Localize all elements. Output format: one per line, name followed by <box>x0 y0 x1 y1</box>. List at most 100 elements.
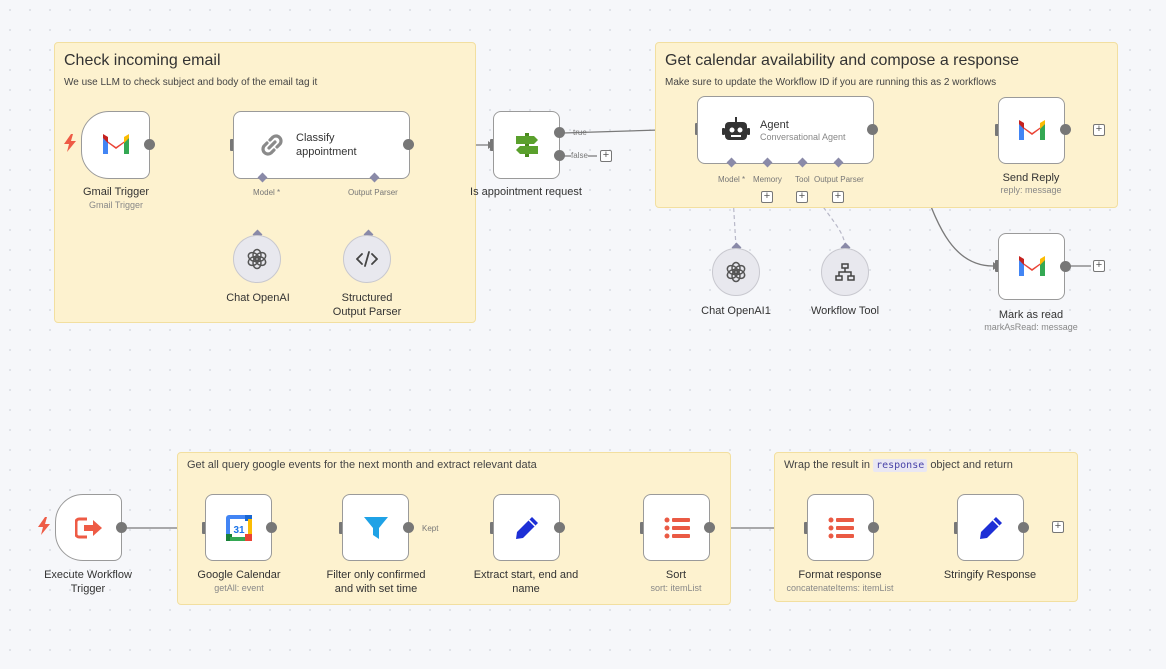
agent-memory-label: Memory <box>753 175 782 184</box>
google-calendar-label: Google Calendar <box>197 569 281 581</box>
agent-parser-label: Output Parser <box>814 175 864 184</box>
workflow-tool-node[interactable] <box>821 248 869 296</box>
sort-label: Sort <box>665 569 687 581</box>
agent-node[interactable]: Agent Conversational Agent <box>697 96 874 164</box>
gmail-trigger-subtitle: Gmail Trigger <box>88 200 144 210</box>
openai-icon <box>247 248 267 270</box>
sitemap-icon <box>835 263 855 281</box>
robot-icon <box>722 117 750 140</box>
add-node-button[interactable]: + <box>1093 124 1105 136</box>
add-node-button[interactable]: + <box>600 150 612 162</box>
mark-as-read-label: Mark as read <box>998 309 1064 321</box>
agent-title: Agent Conversational Agent <box>760 118 846 142</box>
gmail-icon <box>1018 119 1045 140</box>
format-response-subtitle: concatenateItems: itemList <box>786 583 894 593</box>
list-icon <box>828 517 854 538</box>
send-reply-node[interactable] <box>998 97 1065 164</box>
list-icon <box>664 517 690 538</box>
sort-node[interactable] <box>643 494 710 561</box>
false-branch-label: false <box>571 151 588 160</box>
classify-parser-label: Output Parser <box>348 188 398 197</box>
output-port[interactable] <box>704 522 715 533</box>
sticky-description: Get all query google events for the next… <box>187 459 537 471</box>
output-port[interactable] <box>1060 261 1071 272</box>
input-port[interactable] <box>339 522 344 534</box>
input-port[interactable] <box>490 522 495 534</box>
filter-label-1: Filter only confirmed <box>326 569 426 581</box>
extract-node[interactable] <box>493 494 560 561</box>
add-parser-button[interactable]: + <box>832 191 844 203</box>
output-port[interactable] <box>403 139 414 150</box>
output-port[interactable] <box>266 522 277 533</box>
stringify-response-node[interactable] <box>957 494 1024 561</box>
pen-icon <box>979 516 1002 539</box>
gmail-icon <box>102 134 129 154</box>
input-port[interactable] <box>640 522 645 534</box>
output-port[interactable] <box>867 124 878 135</box>
output-port[interactable] <box>554 522 565 533</box>
add-tool-button[interactable]: + <box>796 191 808 203</box>
classify-title-line2: appointment <box>296 146 357 158</box>
signpost-icon <box>515 133 538 157</box>
input-port[interactable] <box>804 522 809 534</box>
extract-label-1: Extract start, end and <box>473 569 579 581</box>
output-port[interactable] <box>1060 124 1071 135</box>
edge-tool-agent <box>801 162 846 248</box>
filter-icon <box>363 516 388 539</box>
kept-output-port[interactable] <box>403 522 414 533</box>
chat-openai-label: Chat OpenAI <box>226 292 290 304</box>
openai-icon <box>726 261 746 283</box>
sticky-description: Make sure to update the Workflow ID if y… <box>665 77 997 88</box>
code-icon <box>356 251 378 267</box>
workflow-tool-label: Workflow Tool <box>810 305 880 317</box>
structured-parser-label-1: Structured <box>341 292 393 304</box>
classify-appointment-node[interactable]: Classify appointment <box>233 111 410 179</box>
chat-openai-node[interactable] <box>233 235 281 283</box>
structured-parser-label-2: Output Parser <box>332 306 402 318</box>
input-port[interactable] <box>490 139 495 151</box>
input-port[interactable] <box>230 139 235 151</box>
false-output-port[interactable] <box>554 150 565 161</box>
sticky-desc-post: object and return <box>930 459 1013 471</box>
sticky-title: Check incoming email <box>64 52 221 69</box>
sticky-code-chip: response <box>873 459 928 472</box>
input-port[interactable] <box>202 522 207 534</box>
arrow-out-icon <box>74 517 102 538</box>
chat-openai1-node[interactable] <box>712 248 760 296</box>
format-response-node[interactable] <box>807 494 874 561</box>
gmail-trigger-label: Gmail Trigger <box>82 186 150 198</box>
output-port[interactable] <box>144 139 155 150</box>
sticky-description: We use LLM to check subject and body of … <box>64 77 318 88</box>
bolt-icon <box>38 517 50 540</box>
output-port[interactable] <box>868 522 879 533</box>
google-calendar-subtitle: getAll: event <box>214 583 264 593</box>
structured-output-parser-node[interactable] <box>343 235 391 283</box>
input-port[interactable] <box>995 124 1000 136</box>
output-port[interactable] <box>116 522 127 533</box>
add-node-button[interactable]: + <box>1052 521 1064 533</box>
chat-openai1-label: Chat OpenAI1 <box>701 305 771 317</box>
google-calendar-node[interactable]: 31 <box>205 494 272 561</box>
link-icon <box>261 134 283 156</box>
input-port[interactable] <box>995 260 1000 272</box>
sort-subtitle: sort: itemList <box>650 583 702 593</box>
is-appointment-request-node[interactable] <box>493 111 560 179</box>
classify-model-label: Model * <box>253 188 281 197</box>
execute-workflow-trigger-node[interactable] <box>55 494 122 561</box>
filter-node[interactable] <box>342 494 409 561</box>
add-node-button[interactable]: + <box>1093 260 1105 272</box>
exec-trigger-label-2: Trigger <box>70 583 106 595</box>
classify-title-line1: Classify <box>296 132 335 144</box>
stringify-response-label: Stringify Response <box>943 569 1037 581</box>
input-port[interactable] <box>954 522 959 534</box>
agent-model-label: Model * <box>718 175 746 184</box>
output-port[interactable] <box>1018 522 1029 533</box>
google-calendar-icon: 31 <box>225 514 252 541</box>
mark-as-read-node[interactable] <box>998 233 1065 300</box>
gmail-trigger-node[interactable] <box>81 111 150 179</box>
exec-trigger-label-1: Execute Workflow <box>44 569 132 581</box>
format-response-label: Format response <box>798 569 882 581</box>
is-appointment-label: Is appointment request <box>470 186 582 198</box>
true-output-port[interactable] <box>554 127 565 138</box>
add-memory-button[interactable]: + <box>761 191 773 203</box>
